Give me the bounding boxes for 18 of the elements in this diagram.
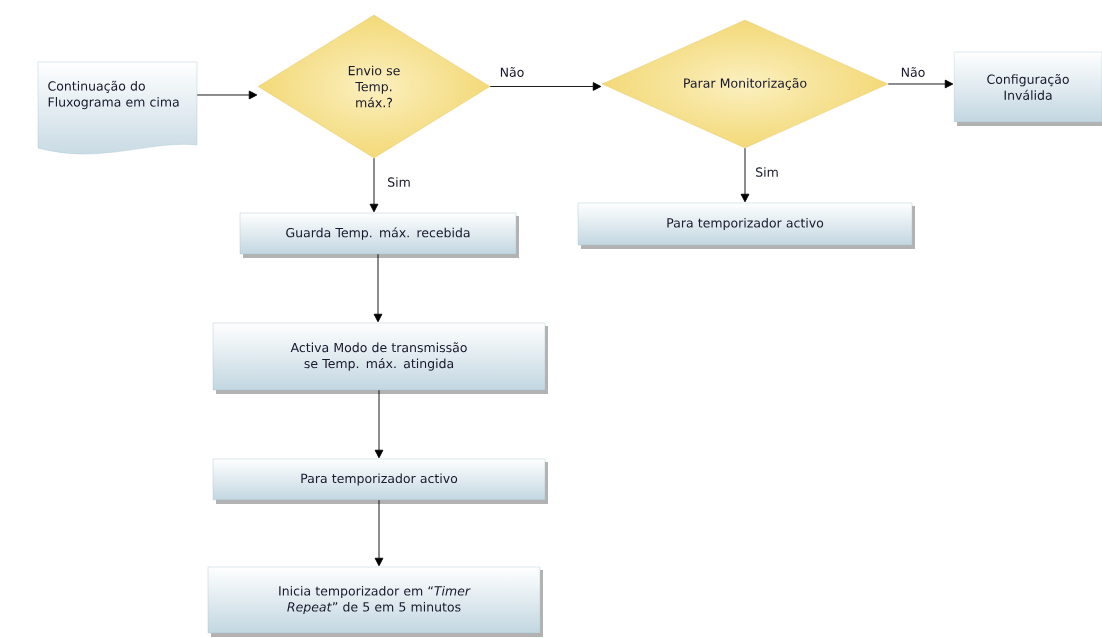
arrow <box>740 147 750 203</box>
process-box: Inicia temporizador em “Timer Repeat” de 5 em 5 minutos <box>207 566 543 637</box>
edge-label: Não <box>498 66 526 78</box>
edge-label: Sim <box>754 166 780 178</box>
arrow <box>374 389 384 459</box>
arrow <box>369 157 379 213</box>
process-box: Configuração Inválida <box>953 51 1102 126</box>
arrow <box>887 79 954 89</box>
arrow <box>374 499 384 567</box>
arrow <box>489 82 602 91</box>
process-box: Activa Modo de transmissão se Temp. máx. atingida <box>212 322 548 394</box>
arrow <box>196 90 258 100</box>
edge-label: Sim <box>386 176 412 188</box>
edge-label: Não <box>899 66 927 78</box>
process-box: Guarda Temp. máx. recebida <box>239 212 519 258</box>
process-box: Para temporizador activo <box>577 202 915 249</box>
arrow <box>373 253 383 323</box>
process-box: Para temporizador activo <box>212 458 548 504</box>
